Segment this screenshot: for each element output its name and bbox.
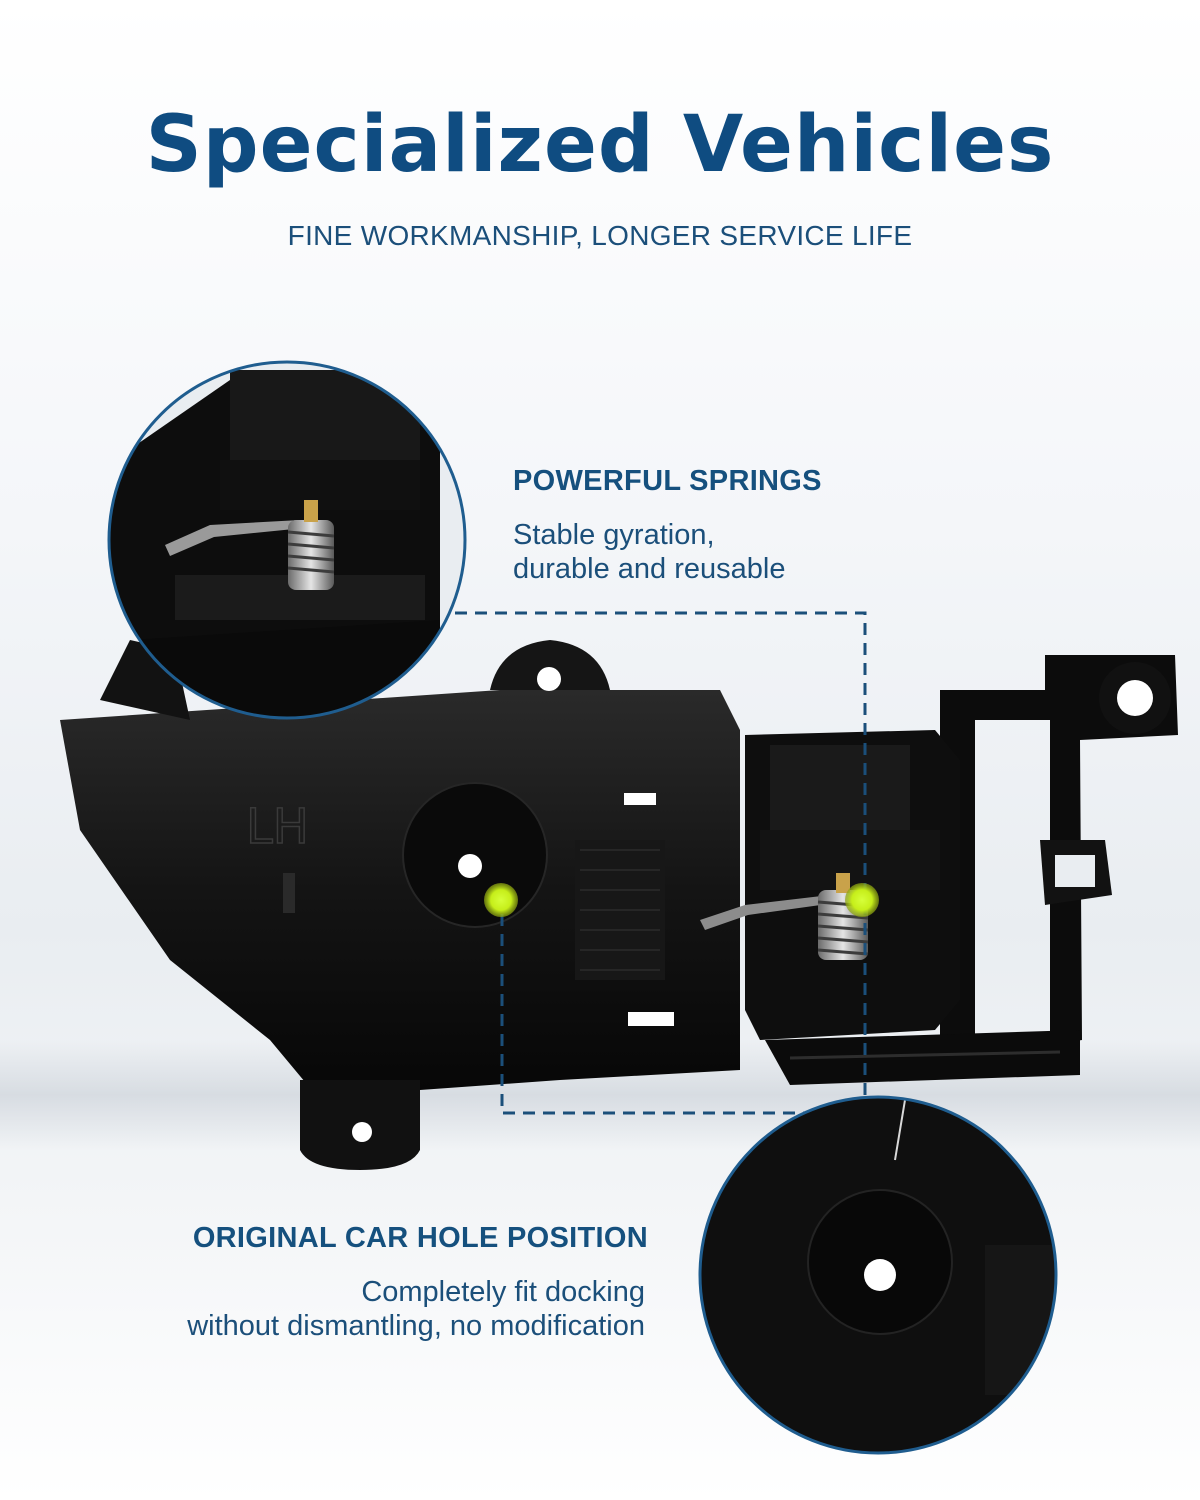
zoom-circle-springs [107,360,467,720]
highlight-dot-hole [484,883,518,917]
feature-hole-heading: ORIGINAL CAR HOLE POSITION [192,1222,648,1254]
highlight-dot-spring [845,883,879,917]
page-subtitle: FINE WORKMANSHIP, LONGER SERVICE LIFE [287,220,913,251]
feature-hole-line1: Completely fit docking [361,1276,645,1308]
feature-springs-text: Stable gyration, durable and reusable [513,518,933,586]
side-marking: LH [246,799,309,855]
feature-springs-line2: durable and reusable [513,553,786,585]
zoom-circle-hole-position [698,1095,1058,1455]
feature-hole-line2: without dismantling, no modification [187,1310,645,1342]
page-title: Specialized Vehicles [145,100,1055,190]
feature-springs-line1: Stable gyration, [513,519,715,551]
feature-springs-heading: POWERFUL SPRINGS [513,465,822,497]
door-handle-housing: LH [60,640,1178,1170]
feature-hole-text: Completely fit docking without dismantli… [5,1275,645,1343]
